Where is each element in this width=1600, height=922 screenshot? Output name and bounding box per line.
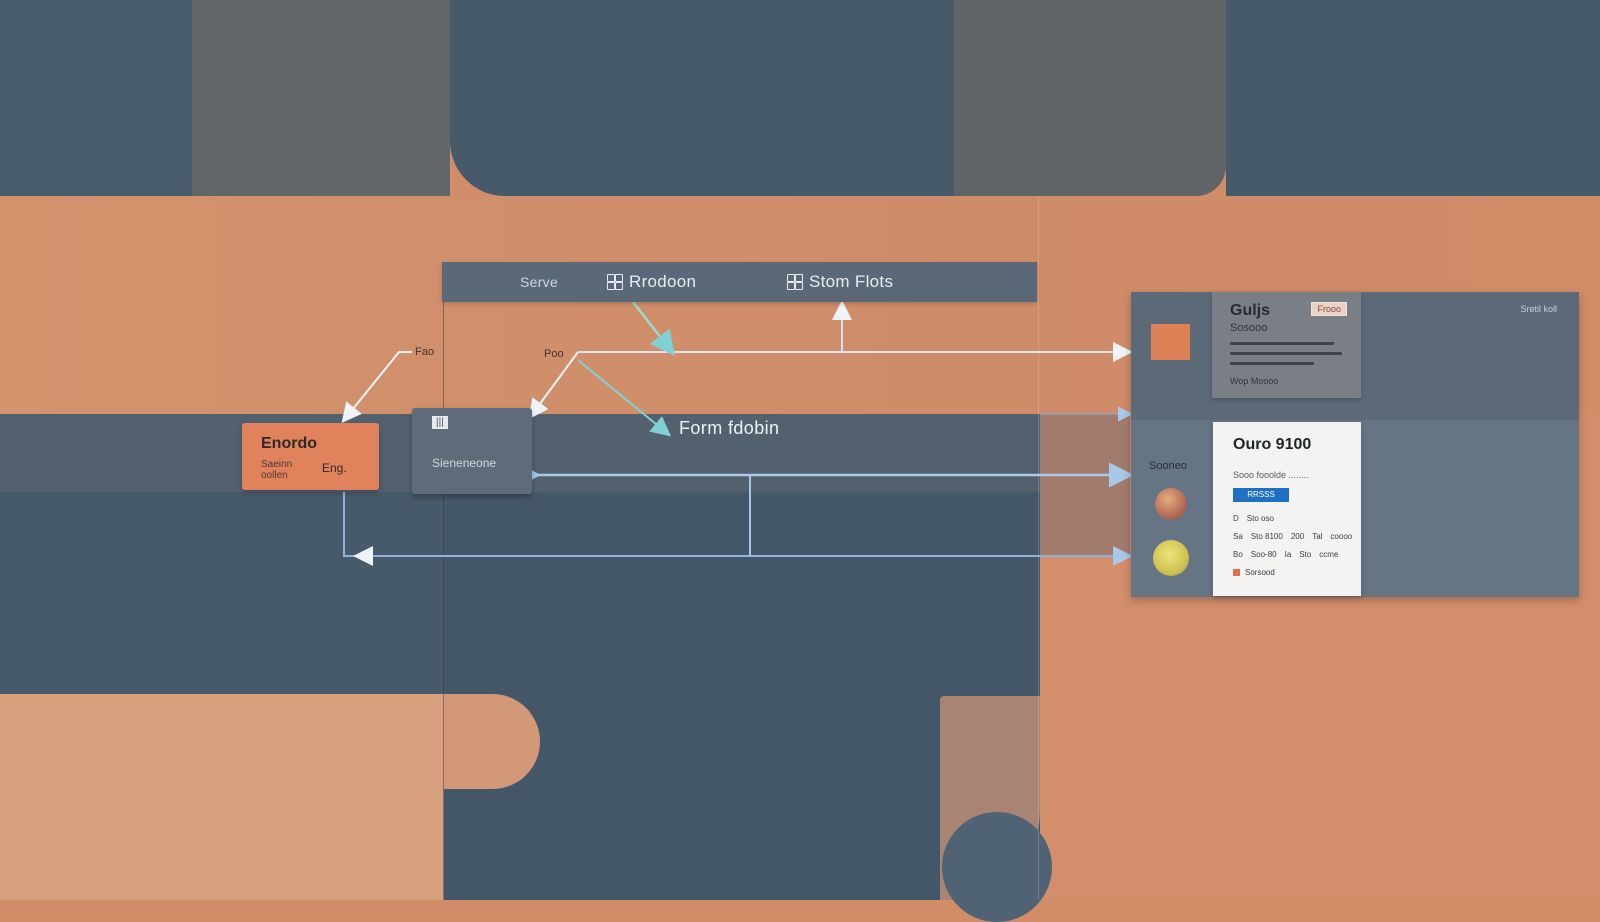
background-panel-top-4	[954, 0, 1226, 196]
node-label: Sieneneone	[432, 456, 497, 470]
toolbar-item-rrodoon[interactable]: Rrodoon	[607, 272, 696, 292]
card-title: Ouro 9100	[1233, 436, 1312, 453]
row-cell: Sto	[1299, 550, 1312, 559]
action-button[interactable]: RRSSS	[1233, 488, 1289, 502]
top-toolbar: Serve Rrodoon Stom Flots	[442, 262, 1037, 302]
text-line	[1230, 352, 1342, 355]
text-line	[1230, 342, 1334, 345]
card-title: Guljs	[1230, 302, 1271, 319]
row-cell: coooo	[1330, 532, 1353, 541]
row-cell: Sto 8100	[1250, 532, 1283, 541]
column-label: Sooneo	[1149, 460, 1187, 472]
avatar[interactable]	[1155, 488, 1187, 520]
color-swatch[interactable]	[1151, 324, 1190, 360]
toolbar-item-label: Rrodoon	[629, 272, 697, 291]
row-cell: Soo-80	[1250, 550, 1277, 559]
row-cell: Sa	[1233, 532, 1243, 541]
edge-label: Fao	[415, 346, 434, 358]
row-cell: Tal	[1312, 532, 1323, 541]
connector-entry-loop	[343, 492, 1133, 566]
row-cell: 200	[1290, 532, 1305, 541]
node-entry[interactable]: Enordo Saeinn oollen Eng.	[242, 423, 379, 490]
row-cell: ccme	[1319, 550, 1339, 559]
detail-panel: Sretil koll Guljs Sosooo Frooo Wop Moooo…	[1131, 292, 1579, 597]
node-process[interactable]: ||| Sieneneone	[412, 408, 532, 494]
node-title: Enordo	[261, 435, 317, 452]
card-footer: Sorsood	[1233, 568, 1275, 577]
card-subtitle: Sooo fooolde ........	[1233, 470, 1309, 480]
text-line	[1230, 362, 1314, 365]
status-dot-icon	[1233, 569, 1240, 576]
grid-icon	[787, 274, 803, 290]
divider-line	[443, 262, 444, 900]
background-left-orange	[0, 694, 444, 900]
connector-entry-in	[341, 351, 412, 424]
background-panel-top-1	[0, 0, 192, 196]
connector-bar-diagonal	[632, 301, 676, 356]
edge-label: Poo	[544, 348, 564, 360]
toolbar-item-serve[interactable]: Serve	[520, 274, 558, 290]
row-cell: Sto oso	[1246, 514, 1274, 523]
background-panel-top-2	[192, 0, 450, 196]
toolbar-item-label: Stom Flots	[809, 272, 894, 291]
background-panel-top-5	[1226, 0, 1600, 196]
card-badge: Frooo	[1311, 302, 1347, 316]
detail-row: Bo Soo-80 Ia Sto ccme	[1233, 550, 1338, 559]
toolbar-item-label: Serve	[520, 274, 559, 290]
grid-icon	[607, 274, 623, 290]
row-cell: Bo	[1233, 550, 1243, 559]
row-cell: D	[1233, 514, 1239, 523]
connector-form-diagonal	[577, 359, 672, 437]
divider-line	[1038, 196, 1039, 900]
toolbar-item-stom-flots[interactable]: Stom Flots	[787, 272, 893, 292]
row-cell: Ia	[1284, 550, 1292, 559]
node-subtitle: Saeinn oollen	[261, 459, 293, 481]
node-tag: |||	[432, 416, 448, 429]
edge-label-form: Form fdobin	[679, 418, 780, 438]
avatar[interactable]	[1153, 540, 1189, 576]
card-detail[interactable]: Ouro 9100 Sooo fooolde ........ RRSSS D …	[1213, 422, 1361, 596]
connector-layer	[341, 300, 1134, 566]
card-subtitle: Sosooo	[1230, 322, 1268, 334]
background-left-curve	[444, 694, 540, 789]
detail-row: Sa Sto 8100 200 Tal coooo	[1233, 532, 1352, 541]
detail-row: D Sto oso	[1233, 514, 1274, 523]
card-summary[interactable]: Guljs Sosooo Frooo Wop Moooo	[1212, 292, 1361, 398]
panel-note: Sretil koll	[1520, 304, 1557, 314]
connector-box-in	[528, 351, 579, 420]
card-footer: Wop Moooo	[1230, 376, 1279, 386]
background-panel-top-3	[450, 0, 954, 196]
footer-label: Sorsood	[1245, 568, 1275, 577]
node-tag: Eng.	[322, 461, 347, 475]
